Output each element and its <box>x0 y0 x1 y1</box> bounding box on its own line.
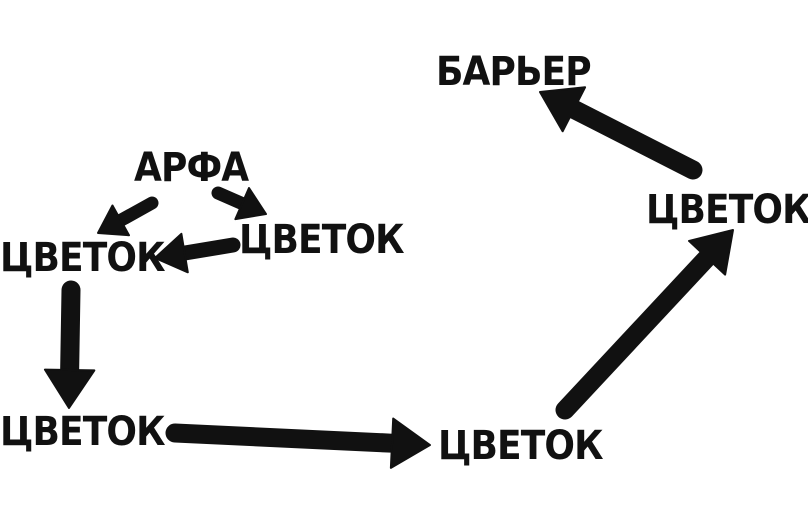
arrow-head-tsvetok4-to-tsvetok5 <box>688 229 734 276</box>
arrow-shaft-tsvetok4-to-tsvetok5 <box>555 246 718 420</box>
node-tsvetok-2: ЦВЕТОК <box>239 217 405 263</box>
node-tsvetok-1: ЦВЕТОК <box>0 235 166 281</box>
arrow-head-tsvetok5-to-barier <box>539 86 587 133</box>
arrow-head-arfa-to-tsvetok1 <box>97 204 130 237</box>
node-tsvetok-4: ЦВЕТОК <box>438 423 604 469</box>
arrow-head-tsvetok2-to-tsvetok1 <box>154 232 189 274</box>
arrow-head-tsvetok3-to-tsvetok4 <box>389 417 431 469</box>
arrow-head-arfa-to-tsvetok2 <box>234 187 267 221</box>
node-arfa: АРФА <box>134 145 249 191</box>
node-tsvetok-3: ЦВЕТОК <box>0 409 166 455</box>
arrow-head-tsvetok1-to-tsvetok3 <box>43 368 96 409</box>
arrow-shaft-tsvetok2-to-tsvetok1 <box>175 237 241 261</box>
arrows-group <box>43 86 734 469</box>
arrow-shaft-arfa-to-tsvetok1 <box>112 196 159 228</box>
node-barier: БАРЬЕР <box>436 49 592 95</box>
arrow-shaft-tsvetok1-to-tsvetok3 <box>60 280 81 382</box>
node-tsvetok-5: ЦВЕТОК <box>646 187 808 233</box>
arrow-shaft-arfa-to-tsvetok2 <box>211 186 251 211</box>
arrow-shaft-tsvetok5-to-barier <box>562 98 703 180</box>
arrow-shaft-tsvetok3-to-tsvetok4 <box>165 423 404 453</box>
